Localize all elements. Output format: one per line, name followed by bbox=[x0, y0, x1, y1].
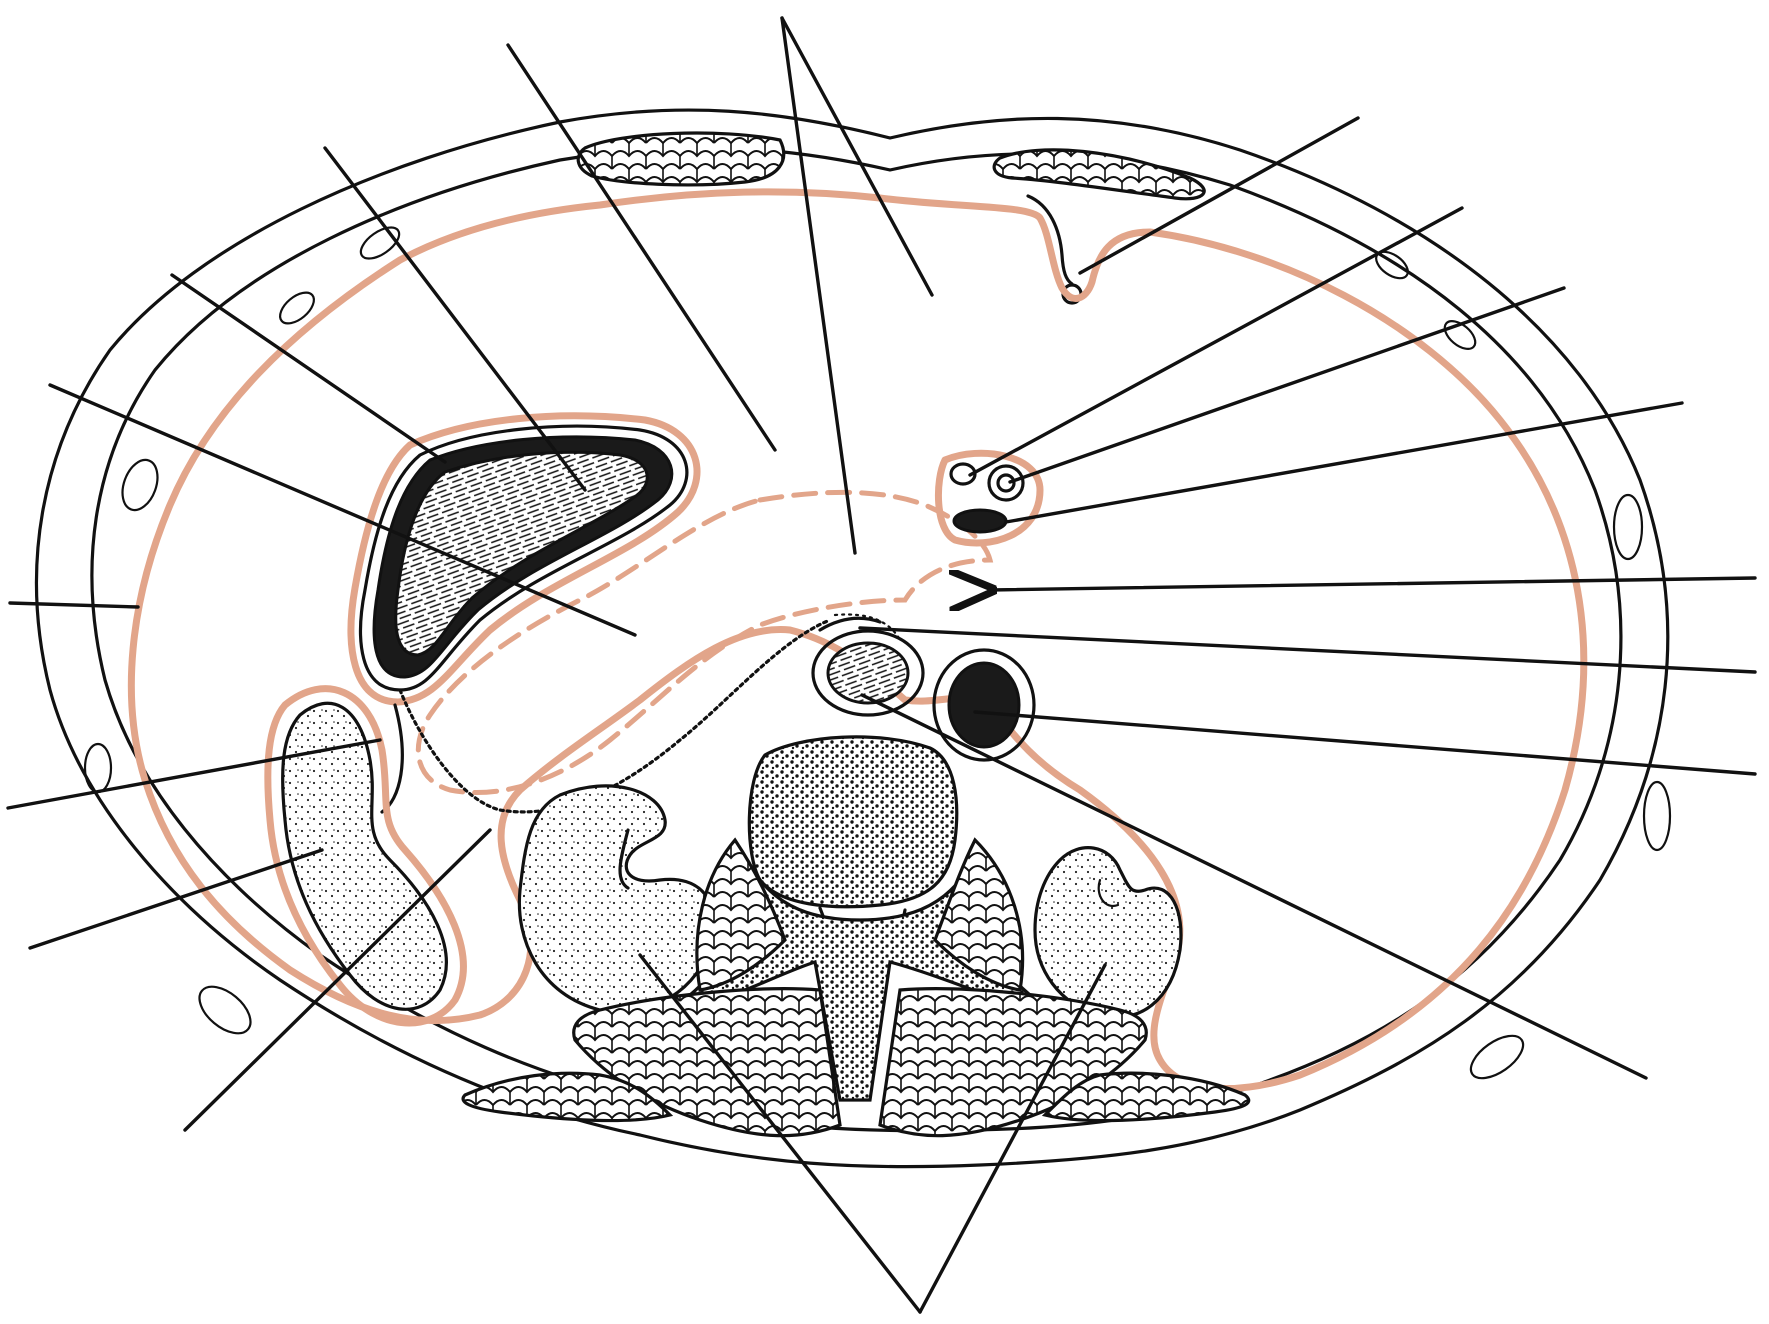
rectus-muscle-right bbox=[994, 150, 1204, 199]
leader-line-1 bbox=[10, 603, 138, 607]
leader-line-13 bbox=[975, 712, 1755, 774]
leader-line-7 bbox=[782, 18, 932, 295]
epiploic-foramen-arrow bbox=[990, 578, 1755, 590]
rectus-muscle-left bbox=[578, 133, 783, 185]
leader-line-11 bbox=[1006, 403, 1682, 522]
leader-line-4 bbox=[325, 148, 585, 490]
leader-line-8 bbox=[1080, 118, 1358, 273]
leader-line-6 bbox=[782, 18, 855, 553]
leader-line-10 bbox=[1010, 288, 1564, 482]
leader-line-5 bbox=[508, 45, 775, 450]
kidney-left bbox=[519, 786, 713, 1012]
vertebral-body bbox=[749, 737, 956, 907]
leader-line-16 bbox=[30, 850, 322, 948]
portal-triad bbox=[938, 453, 1040, 543]
